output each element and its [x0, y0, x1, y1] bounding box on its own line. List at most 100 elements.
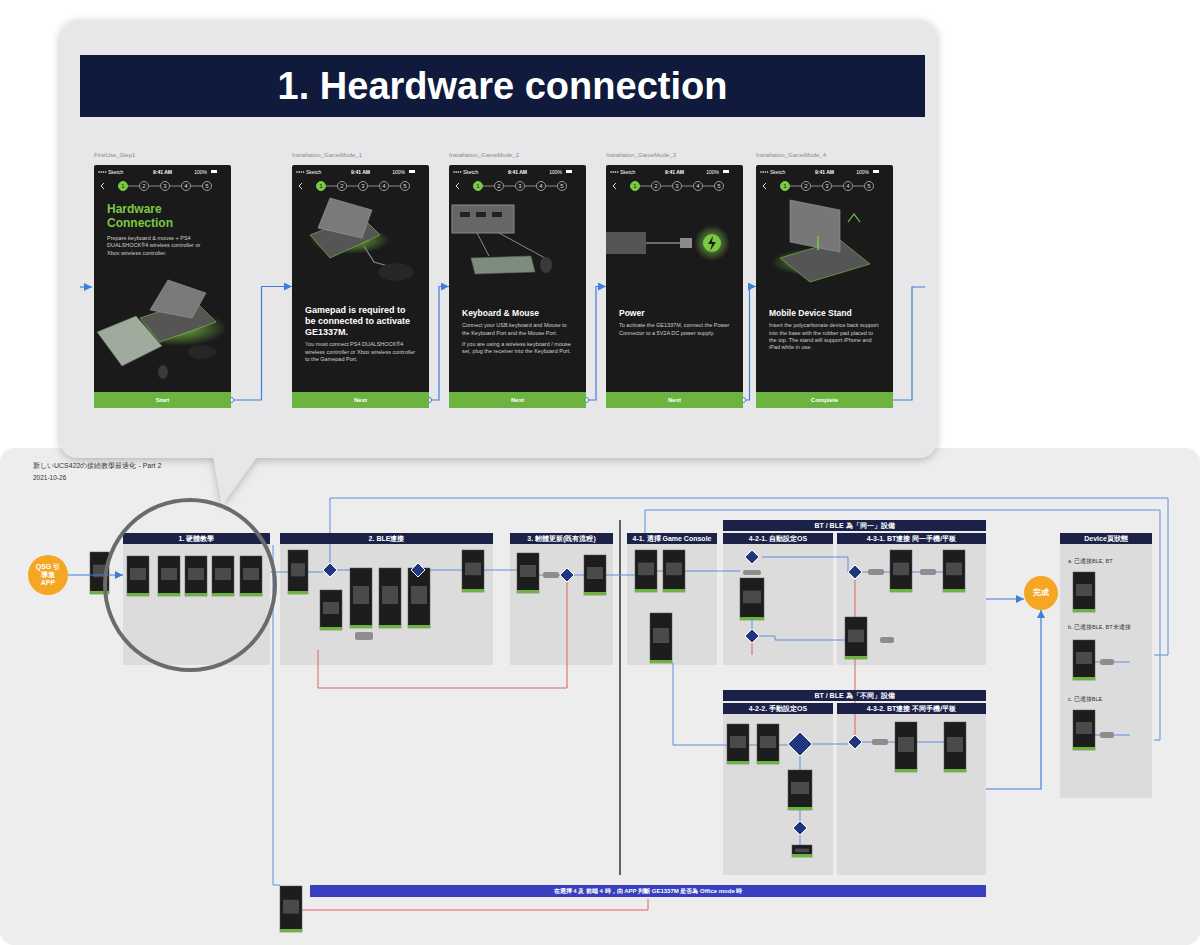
thumb-art — [893, 563, 909, 576]
flow-section: 4-1. 選擇 Game Console — [627, 533, 717, 665]
step-indicator: 2 — [801, 181, 811, 191]
section-title: 4-2-2. 手動設定OS — [749, 704, 807, 714]
back-chevron — [613, 183, 616, 189]
header-bar: 3. 韌體更新(既有流程) — [510, 533, 613, 544]
step-indicator: 2 — [494, 181, 504, 191]
screen-body: You must connect PS4 DUALSHOCK®4 wireles… — [305, 341, 416, 363]
thumb-frame — [727, 724, 749, 764]
header-bar: 1. 硬體教學 — [123, 533, 270, 544]
progress-line — [483, 186, 494, 187]
decision-diamond — [411, 563, 425, 577]
thumb-frame — [280, 886, 302, 932]
screen-heading: Power — [619, 308, 730, 318]
thumb-frame — [650, 613, 672, 663]
thumb-button — [1073, 747, 1095, 750]
port — [460, 212, 470, 217]
screen-thumbnail — [895, 722, 917, 772]
thumb-button — [1073, 609, 1095, 612]
screen-button: Next — [292, 392, 429, 408]
sheet-heading: 2021-10-26 — [33, 474, 66, 481]
thumb-art — [947, 737, 963, 752]
flow-arrow — [68, 574, 123, 575]
progress-line — [128, 186, 139, 187]
thumb-frame — [350, 568, 372, 628]
flow-arrow — [986, 598, 1024, 599]
step-indicator: 3 — [358, 181, 368, 191]
signal-dot — [298, 171, 300, 173]
decision-diamond — [745, 550, 759, 564]
flow-line — [752, 620, 753, 629]
screen-copy: Keyboard & MouseConnect your USB keyboar… — [462, 308, 573, 356]
screen-name: FirstUse_Step1 — [94, 152, 135, 158]
thumb-art — [243, 568, 259, 580]
progress-line — [389, 186, 400, 187]
thumb-button — [890, 589, 912, 592]
battery-icon — [566, 170, 572, 173]
battery-icon — [873, 170, 879, 173]
screen-body: Connect your USB keyboard and Mouse to t… — [462, 322, 573, 337]
screen-thumbnail — [792, 845, 812, 857]
decision-diamond — [848, 735, 862, 749]
section-ground — [723, 533, 833, 665]
cable — [477, 233, 489, 256]
controller — [188, 345, 216, 359]
inset-panel — [60, 20, 937, 505]
state-label: c. 已連接BLE — [1068, 696, 1102, 703]
screen-heading: Hardware Connection — [107, 202, 201, 231]
flow-line — [892, 287, 925, 400]
signal-dot — [458, 171, 460, 173]
step-number: 4 — [539, 183, 542, 190]
progress-line — [326, 186, 337, 187]
screen-thumbnail — [320, 590, 342, 630]
device-panel — [318, 198, 372, 238]
step-number: 5 — [717, 183, 720, 190]
flow-line — [574, 575, 584, 576]
mouse — [540, 257, 552, 273]
arrow-mark — [848, 214, 860, 222]
header-bar: BT / BLE 為「不同」設備 — [723, 690, 986, 701]
flow-section: 4-3-2. BT連接 不同手機/平板 — [837, 703, 986, 875]
thumb-art — [520, 565, 536, 577]
step-indicator: 4 — [379, 181, 389, 191]
screen-heading: Gamepad is required to be connected to a… — [305, 305, 416, 337]
note-text: 在選擇 4 及 前端 4 時，由 APP 判斷 GE1337M 是否為 Offi… — [554, 888, 743, 895]
thumb-frame — [462, 550, 484, 592]
flow-line — [800, 835, 801, 845]
button-label: Next — [511, 397, 524, 404]
thumb-button — [320, 627, 342, 630]
canvas-panel — [0, 448, 1200, 945]
screen-button: Next — [606, 392, 743, 408]
thumb-frame — [1073, 640, 1095, 680]
flow-section: Device頁狀態 — [1060, 533, 1152, 798]
app-screen: 12345NextInstallation_GameMode_3Sketch9:… — [606, 165, 743, 408]
step-number: 2 — [497, 183, 500, 190]
screen-thumbnail — [663, 550, 685, 592]
flow-line — [606, 575, 635, 576]
status-text: 100% — [706, 169, 719, 175]
thumb-art — [795, 849, 809, 853]
status-pill — [868, 569, 884, 575]
screen-name: Installation_GameMode_2 — [449, 152, 519, 158]
thumb-frame — [890, 550, 912, 592]
thumb-frame — [320, 590, 342, 630]
screen-thumbnail — [350, 568, 372, 628]
progress-line — [525, 186, 536, 187]
screen-thumbnail — [845, 617, 867, 659]
flow-section: 4-2-2. 手動設定OS — [723, 703, 833, 875]
thumb-button — [350, 625, 372, 628]
step-indicator: 3 — [822, 181, 832, 191]
step-indicator: 3 — [160, 181, 170, 191]
title: 1. Heardware connection — [80, 55, 925, 117]
status-pill — [1100, 732, 1114, 738]
screen-ground — [449, 165, 586, 408]
device-back — [452, 205, 514, 233]
screen-copy: PowerTo activate the GE1337M, connect th… — [619, 308, 730, 337]
section-ground — [837, 703, 986, 875]
signal-dot — [100, 171, 102, 173]
thumb-frame — [127, 556, 149, 596]
status-pill — [355, 632, 373, 640]
progress-line — [504, 186, 515, 187]
signal-dot — [762, 171, 764, 173]
